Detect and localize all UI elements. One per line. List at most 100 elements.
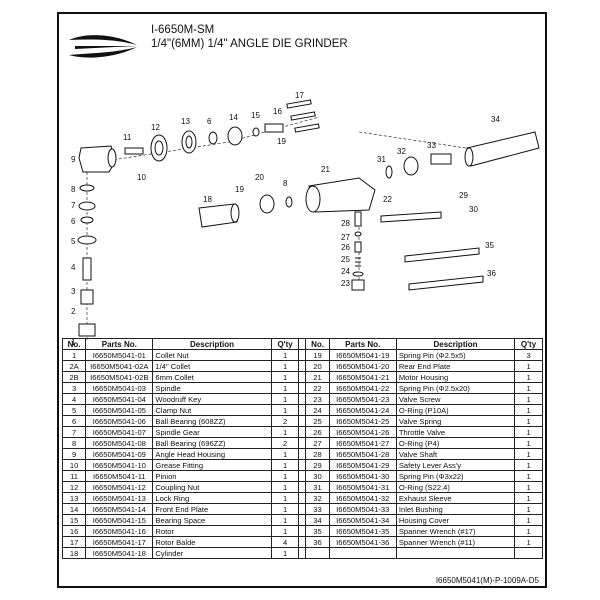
cell-qty: 3 [514,349,543,361]
cell-description: Exhaust Sleeve [395,492,516,504]
cell-description: Spindle [152,382,272,394]
callout-label: 13 [181,117,190,126]
header-description: Description [152,338,272,350]
cell-qty: 1 [270,426,300,438]
cell-description: Spring Pin (Φ2.5x5) [395,349,516,361]
cell-description [395,547,516,559]
cell-qty: 1 [514,371,543,383]
callout-label: 16 [273,107,282,116]
cell-qty: 1 [270,481,300,493]
cell-no: 15 [61,514,87,526]
callout-label: 3 [71,287,76,296]
callout-label: 10 [137,173,146,182]
header-parts-no: Parts No. [85,338,154,350]
cell-qty: 1 [514,382,543,394]
cell-no: 26 [305,426,330,438]
column-gap [298,481,307,493]
cell-no: 19 [305,349,330,361]
brand-logo [69,35,137,58]
cell-parts-no: I6650M5041-33 [328,503,397,515]
callout-label: 25 [341,255,350,264]
header-parts-no: Parts No. [328,338,397,350]
cell-qty: 1 [514,459,543,471]
column-gap [298,503,307,515]
cell-no: 23 [305,393,330,405]
column-gap [298,514,307,526]
cell-no: 25 [305,415,330,427]
cell-parts-no: I6650M5041-32 [328,492,397,504]
cell-qty: 1 [514,360,543,372]
cell-qty: 1 [514,448,543,460]
cell-parts-no: I6650M5041-07 [85,426,154,438]
callout-label: 8 [71,185,76,194]
document-code: I6650M5041(M)-P-1009A-D5 [435,576,539,585]
cell-no: 35 [305,525,330,537]
callout-label: 5 [71,237,76,246]
parts-table: No. Parts No. Description Q'ty No. Parts… [61,338,543,559]
cell-qty: 1 [514,481,543,493]
cell-description: Clamp Nut [152,404,272,416]
cell-no: 3 [61,382,87,394]
callout-label: 28 [341,219,350,228]
cell-no: 32 [305,492,330,504]
cell-no: 2B [61,371,87,383]
cell-parts-no: I6650M5041-36 [328,536,397,548]
callout-label: 18 [203,195,212,204]
cell-qty: 2 [270,437,300,449]
cell-qty: 1 [514,525,543,537]
cell-no: 34 [305,514,330,526]
cell-description: Valve Spring [395,415,516,427]
cell-parts-no: I6650M5041-19 [328,349,397,361]
cell-description: Front End Plate [152,503,272,515]
cell-description: Safety Lever Ass'y [395,459,516,471]
cell-description: Lock Ring [152,492,272,504]
cell-parts-no: I6650M5041-11 [85,470,154,482]
column-gap [298,525,307,537]
cell-description: Valve Screw [395,393,516,405]
column-gap [298,349,307,361]
cell-qty: 1 [270,393,300,405]
column-gap [298,338,307,350]
cell-no: 18 [61,547,87,559]
cell-qty: 1 [514,393,543,405]
cell-parts-no: I6650M5041-09 [85,448,154,460]
callout-label: 33 [427,141,436,150]
cell-qty: 1 [270,514,300,526]
cell-qty: 1 [514,503,543,515]
callout-label: 36 [487,269,496,278]
callout-label: 14 [229,113,238,122]
cell-no: 8 [61,437,87,449]
angle-head-housing-shape [78,145,116,173]
column-gap [298,437,307,449]
cell-description: Pinion [152,470,272,482]
cell-no: 36 [305,536,330,548]
cell-qty: 1 [270,448,300,460]
cell-qty: 1 [270,459,300,471]
cell-parts-no: I6650M5041-20 [328,360,397,372]
cell-description: O-Ring (P4) [395,437,516,449]
cell-no: 29 [305,459,330,471]
callout-label: 29 [459,191,468,200]
cell-qty: 1 [270,492,300,504]
column-gap [298,459,307,471]
cell-no: 22 [305,382,330,394]
cell-description: Spindle Gear [152,426,272,438]
cell-qty: 1 [270,404,300,416]
tool-title: 1/4"(6MM) 1/4" ANGLE DIE GRINDER [151,38,348,50]
callout-label: 20 [255,173,264,182]
column-gap [298,382,307,394]
cell-parts-no: I6650M5041-02B [85,371,154,383]
callout-label: 17 [295,91,304,100]
cell-no: 27 [305,437,330,449]
parts-sheet: I-6650M-SM 1/4"(6MM) 1/4" ANGLE DIE GRIN… [57,12,547,588]
cell-description: Valve Shaft [395,448,516,460]
cell-parts-no: I6650M5041-15 [85,514,154,526]
